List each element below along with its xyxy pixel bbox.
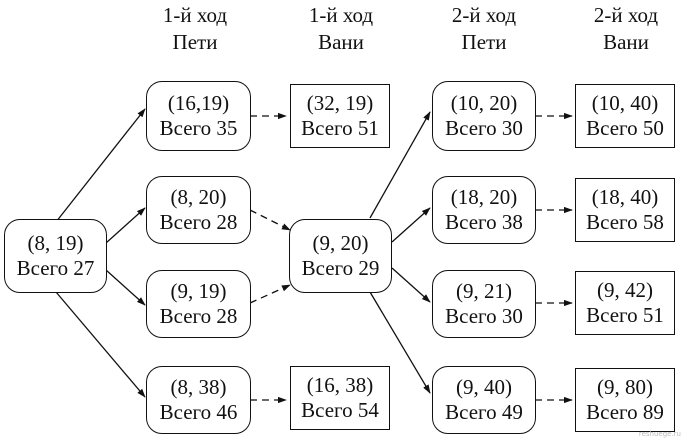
watermark: reshuege.ru: [638, 430, 681, 438]
node-total: Всего 27: [16, 256, 95, 280]
edge-9-19-to-9-20: [249, 284, 291, 304]
edge-start-to-16-19: [55, 108, 146, 223]
node-start-8-19: (8, 19) Всего 27: [4, 219, 107, 293]
node-pair: (10, 40): [591, 91, 659, 115]
node-32-19: (32, 19) Всего 51: [290, 84, 390, 148]
node-9-20: (9, 20) Всего 29: [289, 219, 392, 293]
node-total: Всего 51: [301, 116, 379, 140]
edge-9-20-to-9-40: [369, 291, 431, 394]
node-total: Всего 35: [159, 116, 238, 140]
column-header-vanya-move-1: 1-й ход Вани: [276, 2, 406, 56]
node-total: Всего 49: [445, 400, 523, 424]
node-total: Всего 50: [586, 116, 664, 140]
node-pair: (16, 38): [306, 373, 374, 397]
node-total: Всего 54: [301, 398, 379, 422]
column-header-petya-move-1: 1-й ход Пети: [130, 2, 260, 56]
header-line2: Вани: [603, 30, 649, 54]
node-total: Всего 38: [445, 210, 523, 234]
node-8-20: (8, 20) Всего 28: [146, 176, 251, 244]
node-9-21: (9, 21) Всего 30: [432, 270, 536, 338]
node-pair: (9, 42): [597, 278, 653, 302]
node-9-19: (9, 19) Всего 28: [146, 270, 251, 338]
header-line2: Вани: [318, 30, 364, 54]
node-18-40: (18, 40) Всего 58: [575, 178, 675, 242]
header-line1: 2-й ход: [451, 3, 517, 27]
header-line2: Пети: [172, 30, 218, 54]
edge-start-to-8-38: [55, 291, 146, 398]
edge-9-20-to-9-21: [391, 267, 431, 303]
node-pair: (9, 80): [597, 375, 653, 399]
node-10-40: (10, 40) Всего 50: [575, 84, 675, 148]
node-total: Всего 30: [445, 116, 523, 140]
node-total: Всего 28: [159, 304, 238, 328]
node-9-80: (9, 80) Всего 89: [575, 368, 675, 432]
node-pair: (18, 20): [450, 185, 518, 209]
header-line1: 1-й ход: [308, 3, 374, 27]
header-line2: Пети: [461, 30, 507, 54]
node-18-20: (18, 20) Всего 38: [432, 176, 536, 244]
edge-8-20-to-9-20: [249, 209, 291, 231]
node-total: Всего 29: [301, 256, 380, 280]
node-8-38: (8, 38) Всего 46: [146, 366, 251, 434]
node-9-40: (9, 40) Всего 49: [432, 366, 536, 434]
column-header-petya-move-2: 2-й ход Пети: [419, 2, 549, 56]
node-pair: (18, 40): [591, 185, 659, 209]
node-16-38: (16, 38) Всего 54: [290, 366, 390, 430]
node-pair: (8, 38): [170, 375, 227, 399]
node-pair: (10, 20): [450, 91, 518, 115]
node-9-42: (9, 42) Всего 51: [575, 271, 675, 335]
header-line1: 1-й ход: [162, 3, 228, 27]
node-pair: (9, 40): [456, 375, 512, 399]
node-total: Всего 89: [586, 400, 664, 424]
node-pair: (16,19): [167, 91, 230, 115]
header-line1: 2-й ход: [593, 3, 659, 27]
node-pair: (8, 20): [170, 185, 227, 209]
node-total: Всего 58: [586, 210, 664, 234]
edge-9-20-to-18-20: [391, 207, 431, 243]
edge-start-to-9-19: [105, 269, 146, 306]
edge-9-20-to-10-20: [369, 111, 431, 219]
node-total: Всего 28: [159, 210, 238, 234]
node-10-20: (10, 20) Всего 30: [432, 81, 536, 151]
node-16-19: (16,19) Всего 35: [146, 81, 251, 151]
node-total: Всего 46: [159, 400, 238, 424]
column-header-vanya-move-2: 2-й ход Вани: [561, 2, 687, 56]
node-pair: (9, 21): [456, 279, 512, 303]
node-pair: (9, 20): [312, 231, 369, 255]
node-total: Всего 30: [445, 304, 523, 328]
node-pair: (8, 19): [27, 231, 84, 255]
edge-start-to-8-20: [105, 207, 146, 244]
node-total: Всего 51: [586, 303, 664, 327]
node-pair: (9, 19): [170, 279, 227, 303]
node-pair: (32, 19): [306, 91, 374, 115]
